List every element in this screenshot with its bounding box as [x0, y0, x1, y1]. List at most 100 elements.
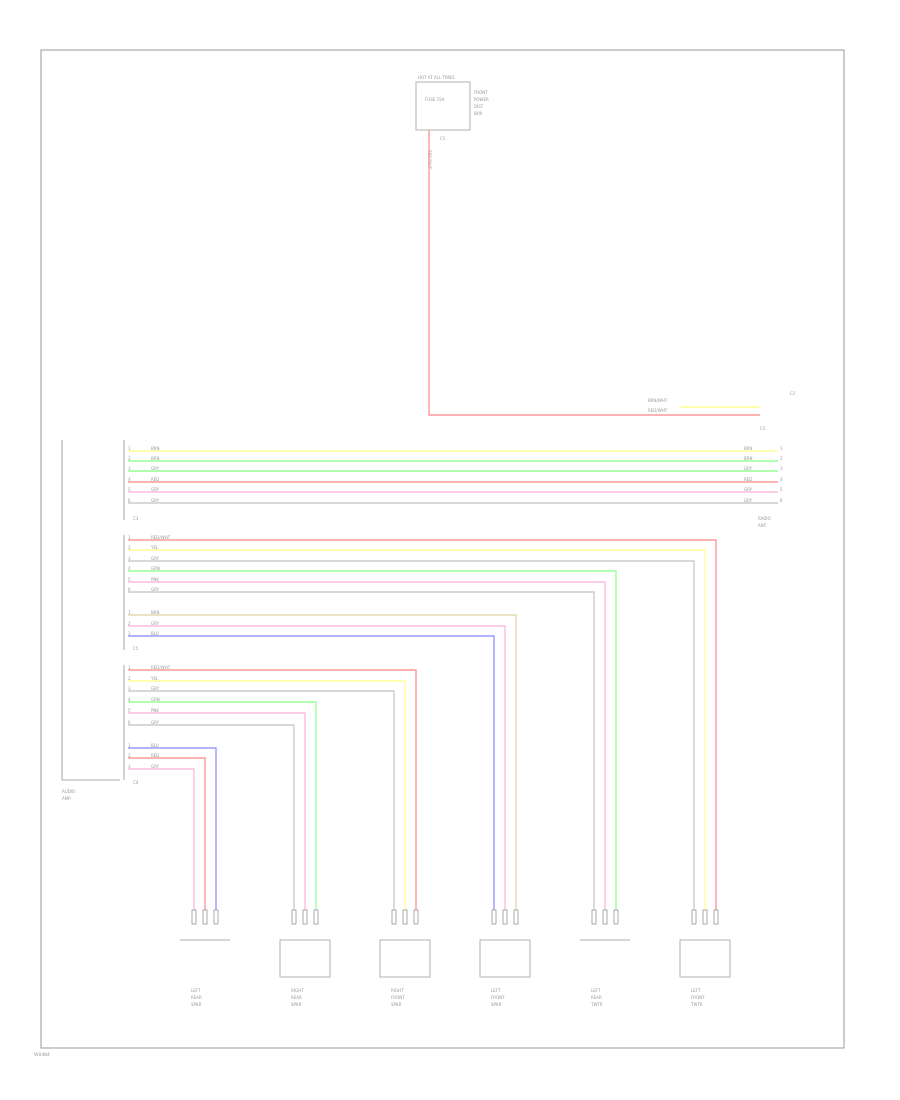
pin-number: 4: [128, 566, 131, 571]
right-module-name-2: ANT: [758, 523, 767, 528]
pin-number: 5: [128, 487, 131, 492]
pin-number: 1: [128, 743, 131, 748]
pin-number: 3: [128, 556, 131, 561]
speaker-wire: [128, 614, 517, 912]
terminal-pin: [713, 909, 719, 925]
bus-code-1: BRN/WHT: [648, 398, 668, 403]
pin-number: 5: [128, 708, 131, 713]
left-module-name-2: AMP: [62, 796, 71, 801]
connector-c-g5: C4: [133, 780, 139, 785]
terminal-pin: [702, 909, 708, 925]
speaker-label-1: LEFT: [491, 988, 501, 993]
speaker-wire: [128, 712, 306, 912]
pin-number: 2: [128, 676, 131, 681]
speaker-label-1: LEFT: [191, 988, 201, 993]
wire-code: RED: [744, 477, 752, 482]
speaker-wire: [128, 635, 495, 912]
speaker-box: [279, 939, 331, 978]
speaker-label-2: FRONT: [491, 995, 505, 1000]
terminal-pin: [213, 909, 219, 925]
power-feed-wire: [428, 130, 760, 416]
terminal-pin: [413, 909, 419, 925]
speaker-wire: [128, 625, 506, 912]
speaker-wire: [128, 747, 217, 912]
pin-number: 3: [780, 466, 783, 471]
speaker-label-2: REAR: [591, 995, 602, 1000]
connector-c-right-b: C1: [760, 426, 766, 431]
diagram-frame: [40, 49, 845, 1049]
wire-layer: [123, 440, 778, 912]
pin-number: 3: [128, 686, 131, 691]
connector-c-right: C2: [790, 391, 796, 396]
wire-code: BRN: [744, 446, 753, 451]
speaker-label-3: SPKR: [491, 1002, 502, 1007]
wire-code: PNK: [151, 708, 159, 713]
pin-number: 5: [128, 577, 131, 582]
speaker-wire: [128, 690, 395, 912]
speaker-wire: [128, 539, 717, 912]
speaker-wire: [128, 549, 706, 912]
wire-code: GRY: [151, 621, 160, 626]
pin-number: 1: [128, 535, 131, 540]
speaker-wire: [128, 560, 695, 912]
fuse-box: [415, 81, 471, 131]
pin-number: 3: [128, 764, 131, 769]
speaker-wire: [128, 669, 417, 912]
connector-c-g1: C3: [133, 516, 139, 521]
speaker-label-1: LEFT: [691, 988, 701, 993]
pin-number: 1: [128, 610, 131, 615]
pin-number: 6: [780, 498, 783, 503]
pin-number: 2: [128, 753, 131, 758]
terminal-pin: [191, 909, 197, 925]
speaker-box: [379, 939, 431, 978]
speaker-label-2: FRONT: [391, 995, 405, 1000]
left-module-outline: [61, 440, 120, 781]
wire-code: GRY: [151, 686, 160, 691]
speaker-label-3: TWTR: [590, 1002, 603, 1007]
wire-code: RED: [151, 477, 159, 482]
wire-code: BRN: [151, 446, 160, 451]
speaker-box: [479, 939, 531, 978]
pin-number: 3: [128, 466, 131, 471]
pin-number: 1: [780, 446, 783, 451]
wire-code: GRY: [151, 498, 160, 503]
pin-number: 2: [128, 621, 131, 626]
wire-code: GRY: [151, 587, 160, 592]
terminal-pin: [391, 909, 397, 925]
pin-number: 6: [128, 720, 131, 725]
footer-code: W0484: [34, 1052, 50, 1058]
wire-code: BRN: [744, 456, 753, 461]
wire-code: GRY: [151, 466, 160, 471]
fuse-name: FUSE 15A: [425, 97, 445, 102]
pin-number: 5: [780, 487, 783, 492]
pin-number: 3: [128, 631, 131, 636]
wire-code: BLU: [151, 631, 159, 636]
left-module-name-1: AUDIO: [62, 789, 75, 794]
wire-code: GRN: [151, 697, 160, 702]
speaker-wire: [128, 724, 295, 912]
terminal-pin: [591, 909, 597, 925]
wire-code: BRN: [151, 456, 160, 461]
fuse-desc-4: BOX: [474, 111, 483, 116]
fuse-desc-2: POWER: [474, 97, 489, 102]
terminal-pin: [691, 909, 697, 925]
fuse-desc-3: DIST: [474, 104, 484, 109]
terminal-pin: [613, 909, 619, 925]
wire-code: BRN: [151, 610, 160, 615]
pin-number: 6: [128, 498, 131, 503]
connector-c-top: C1: [440, 136, 446, 141]
speaker-box: [679, 939, 731, 978]
connector-c-g3: C5: [133, 646, 139, 651]
speaker-label-3: SPKR: [191, 1002, 202, 1007]
wire-code: GRY: [151, 487, 160, 492]
wire-code: GRY: [744, 466, 753, 471]
wire-code: GRY: [744, 498, 753, 503]
wire-code: YEL: [150, 545, 159, 550]
wire-code: GRY: [151, 556, 160, 561]
terminal-pin: [491, 909, 497, 925]
